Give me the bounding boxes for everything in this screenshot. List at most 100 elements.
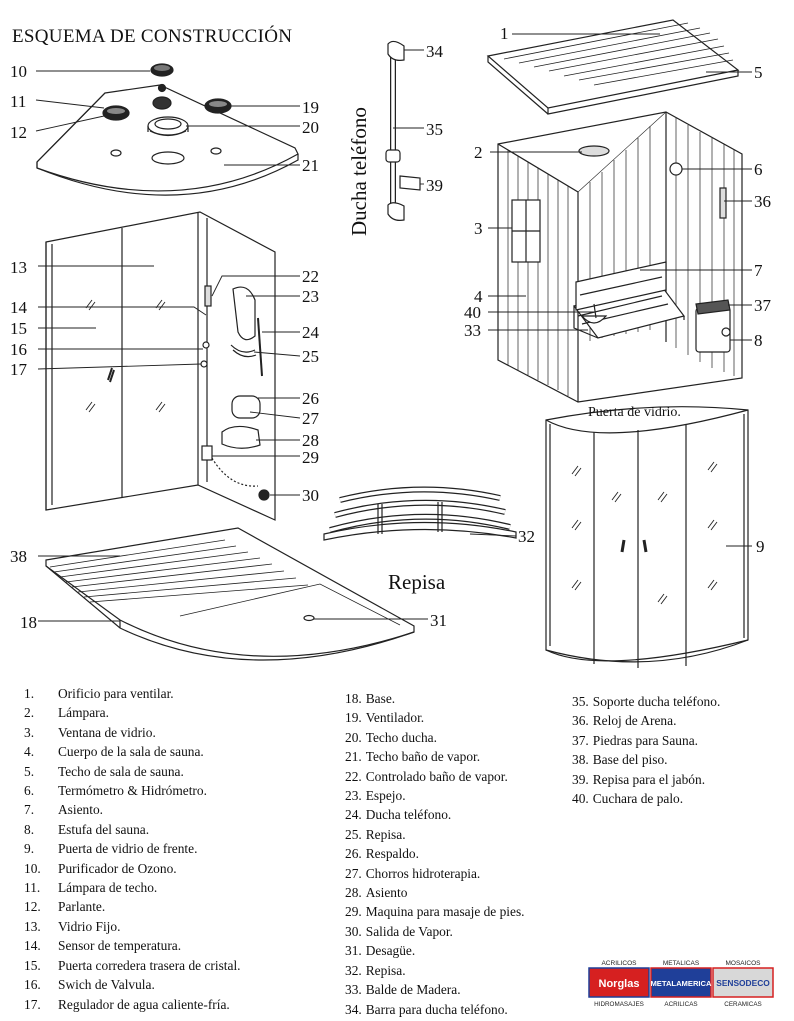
legend-column-2: 18.Base.19.Ventilador.20.Techo ducha.21.… — [345, 689, 525, 1019]
callout-2: 2 — [474, 143, 483, 162]
legend-item: 21.Techo baño de vapor. — [345, 747, 525, 766]
legend-item-text: Techo baño de vapor. — [365, 749, 481, 765]
hand-shower-bar-drawing — [385, 40, 421, 221]
callout-3: 3 — [474, 219, 483, 238]
legend-item: 8.Estufa del sauna. — [24, 820, 241, 839]
callout-33: 33 — [464, 321, 481, 340]
legend-item-text: Ventana de vidrio. — [58, 724, 156, 740]
logo-brand-1: Norglas — [599, 978, 640, 990]
legend-item-text: Sensor de temperatura. — [58, 938, 182, 954]
floor-base-drawing — [45, 527, 415, 661]
callout-23: 23 — [302, 287, 319, 306]
legend-item-number: 2. — [24, 705, 35, 721]
shelf-drawing — [323, 486, 517, 541]
callout-35: 35 — [426, 120, 443, 139]
callout-11: 11 — [10, 92, 26, 111]
legend-item-text: Asiento. — [58, 802, 104, 818]
callout-10: 10 — [10, 62, 27, 81]
logo-brand-2: METALAMERICA — [650, 979, 712, 988]
page-title: ESQUEMA DE CONSTRUCCIÓN — [12, 26, 293, 47]
logo-top-1: ACRILICOS — [601, 960, 637, 967]
legend-item-text: Balde de Madera. — [365, 982, 461, 998]
caption-glass-door: Puerta de vidrio. — [588, 405, 681, 420]
legend-item-number: 6. — [24, 783, 35, 799]
legend-item-text: Repisa. — [365, 962, 406, 978]
legend-item-number: 28. — [345, 885, 362, 901]
legend-item-number: 20. — [345, 729, 362, 745]
logo-box-metalamerica — [650, 967, 712, 998]
legend-item: 25.Repisa. — [345, 825, 525, 844]
legend-item-text: Termómetro & Hidrómetro. — [58, 783, 207, 799]
legend-item-number: 29. — [345, 904, 362, 920]
logo-top-2: METALICAS — [663, 960, 700, 967]
legend-item-number: 24. — [345, 807, 362, 823]
logo-brand-3: SENSODECO — [716, 978, 770, 988]
legend-item: 7. Asiento. — [24, 800, 241, 819]
legend-item: 4.Cuerpo de la sala de sauna. — [24, 742, 241, 761]
legend-item: 12.Parlante. — [24, 897, 241, 916]
legend-item-text: Regulador de agua caliente-fría. — [58, 996, 230, 1012]
legend-item: 27.Chorros hidroterapia. — [345, 864, 525, 883]
legend-item-text: Soporte ducha teléfono. — [592, 694, 721, 709]
callout-27: 27 — [302, 409, 320, 428]
legend-item: 16.Swich de Valvula. — [24, 975, 241, 994]
legend-item: 10.Purificador de Ozono. — [24, 859, 241, 878]
legend-item-number: 1. — [24, 686, 35, 701]
callout-18: 18 — [20, 613, 37, 632]
callout-9: 9 — [756, 537, 765, 556]
legend-item: 40.Cuchara de palo. — [572, 789, 720, 808]
callout-16: 16 — [10, 340, 27, 359]
legend-item-number: 23. — [345, 788, 362, 804]
legend-item-text: Ducha teléfono. — [365, 807, 452, 823]
legend-item-text: Puerta de vidrio de frente. — [58, 841, 198, 857]
fan-icon — [204, 98, 232, 114]
sauna-ceiling-drawing — [486, 19, 740, 115]
legend-item: 9.Puerta de vidrio de frente. — [24, 839, 241, 858]
legend-item: 37.Piedras para Sauna. — [572, 731, 720, 750]
legend-item: 2.Lámpara. — [24, 703, 241, 722]
legend-item: 19.Ventilador. — [345, 708, 525, 727]
legend-item-text: Ventilador. — [365, 710, 425, 726]
ceiling-lamp-icon — [152, 83, 172, 110]
callout-8: 8 — [754, 331, 763, 350]
callout-39: 39 — [426, 176, 443, 195]
legend-item-number: 32. — [345, 962, 362, 978]
callout-37: 37 — [754, 296, 772, 315]
legend-item: 22.Controlado baño de vapor. — [345, 767, 525, 786]
legend-item: 35.Soporte ducha teléfono. — [572, 692, 720, 711]
legend-item-text: Controlado baño de vapor. — [365, 768, 508, 784]
legend-item-number: 13. — [24, 918, 41, 934]
callout-14: 14 — [10, 298, 28, 317]
legend-item-text: Repisa para el jabón. — [592, 771, 706, 787]
brand-logo: ACRILICOS METALICAS MOSAICOS Norglas MET… — [588, 957, 774, 1009]
legend-item-number: 33. — [345, 982, 362, 998]
legend-item-number: 14. — [24, 938, 41, 954]
callout-5: 5 — [754, 63, 763, 82]
callout-25: 25 — [302, 347, 319, 366]
legend-item: 3.Ventana de vidrio. — [24, 723, 241, 742]
legend-item-text: Maquina para masaje de pies. — [365, 904, 525, 920]
legend-item: 17.Regulador de agua caliente-fría. — [24, 995, 241, 1014]
legend-item-text: Lámpara de techo. — [58, 880, 158, 896]
legend-item-number: 7. — [24, 802, 35, 818]
legend-item-number: 30. — [345, 923, 362, 939]
callout-32: 32 — [518, 527, 535, 546]
legend-item-number: 22. — [345, 768, 362, 784]
legend-item-text: Reloj de Arena. — [592, 713, 677, 729]
callout-19: 19 — [302, 98, 319, 117]
legend-item-number: 21. — [345, 749, 362, 765]
logo-bottom-1: HIDROMASAJES — [594, 1001, 644, 1008]
legend-item-text: Piedras para Sauna. — [592, 732, 698, 748]
callout-7: 7 — [754, 261, 763, 280]
legend-item-text: Purificador de Ozono. — [58, 860, 177, 876]
logo-bottom-3: CERAMICAS — [724, 1001, 761, 1008]
legend-item-number: 11. — [24, 880, 41, 896]
logo-box-norglas — [588, 967, 650, 998]
callout-20: 20 — [302, 118, 319, 137]
legend-item-text: Barra para ducha teléfono. — [365, 1001, 508, 1017]
legend-item: 1.Orificio para ventilar. — [24, 684, 241, 703]
legend-item-number: 39. — [572, 771, 589, 787]
caption-shelf: Repisa — [388, 570, 446, 594]
legend-item: 5.Techo de sala de sauna. — [24, 762, 241, 781]
legend-item: 38.Base del piso. — [572, 750, 720, 769]
